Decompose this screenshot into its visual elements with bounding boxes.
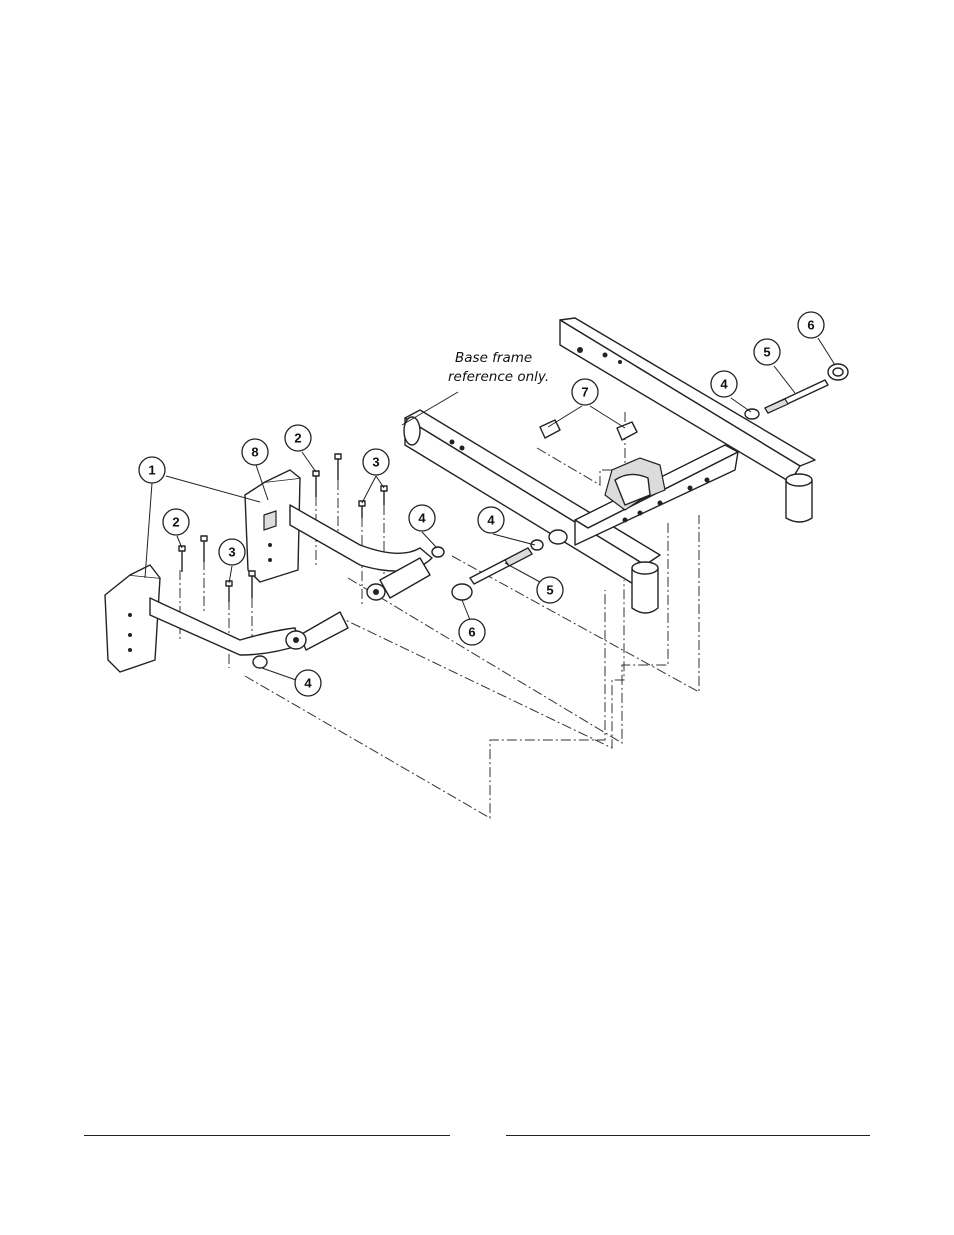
callout-2-upper: 2 — [285, 425, 311, 451]
svg-text:5: 5 — [546, 583, 553, 598]
svg-text:3: 3 — [228, 545, 235, 560]
svg-text:3: 3 — [372, 455, 379, 470]
svg-text:4: 4 — [304, 676, 312, 691]
callout-4-center: 4 — [478, 507, 504, 533]
svg-text:4: 4 — [487, 513, 495, 528]
callout-2-lower: 2 — [163, 509, 189, 535]
callout-8: 8 — [242, 439, 268, 465]
callout-6-rear: 6 — [798, 312, 824, 338]
callout-1: 1 — [139, 457, 165, 483]
note-line-1: Base frame — [455, 350, 532, 366]
note-line-2: reference only. — [448, 369, 549, 385]
callout-3-upper: 3 — [363, 449, 389, 475]
callout-4-rear: 4 — [711, 371, 737, 397]
suspension-arm-upper — [245, 470, 444, 600]
footer-rule-right — [506, 1135, 870, 1136]
svg-text:8: 8 — [251, 445, 258, 460]
svg-text:4: 4 — [720, 377, 728, 392]
callout-6-center: 6 — [459, 619, 485, 645]
callout-4-arm: 4 — [409, 505, 435, 531]
svg-text:7: 7 — [581, 385, 588, 400]
callout-5-center: 5 — [537, 577, 563, 603]
rear-pivot-hardware — [745, 364, 848, 419]
callout-4-lower: 4 — [295, 670, 321, 696]
callout-5-rear: 5 — [754, 339, 780, 365]
svg-text:2: 2 — [294, 431, 301, 446]
footer-rule-left — [84, 1135, 450, 1136]
svg-text:5: 5 — [763, 345, 770, 360]
svg-text:2: 2 — [172, 515, 179, 530]
base-frame-note: Base frame reference only. — [448, 350, 549, 385]
svg-text:4: 4 — [418, 511, 426, 526]
callout-3-lower: 3 — [219, 539, 245, 565]
svg-text:6: 6 — [468, 625, 475, 640]
callout-7: 7 — [572, 379, 598, 405]
svg-text:1: 1 — [148, 463, 155, 478]
svg-text:6: 6 — [807, 318, 814, 333]
